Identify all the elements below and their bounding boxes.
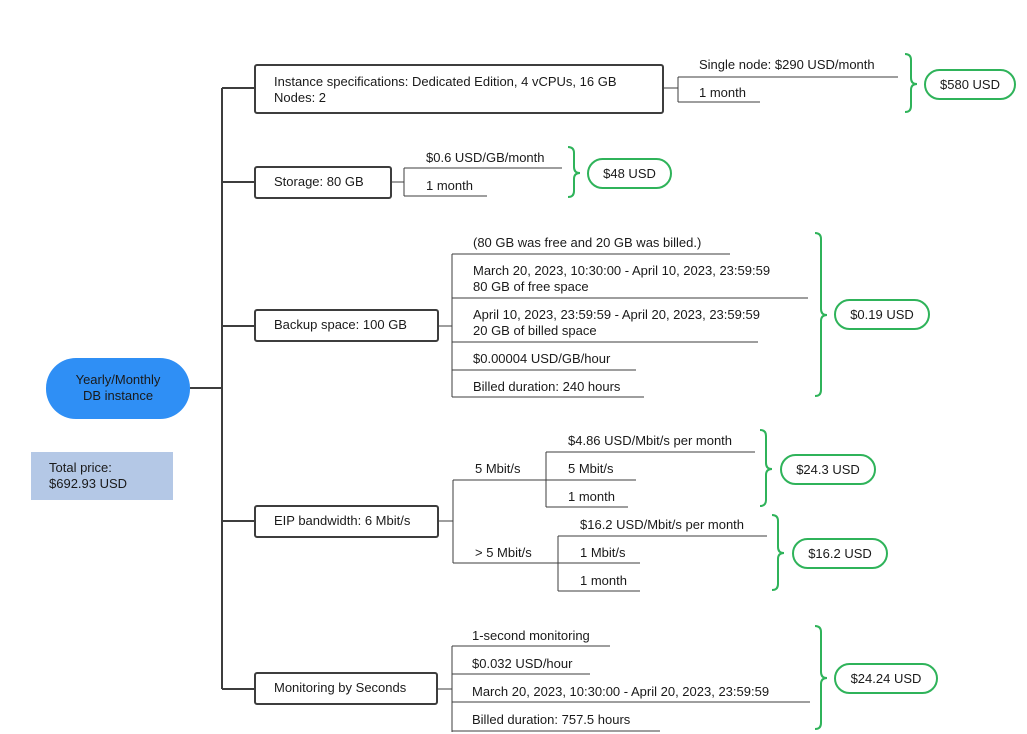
eip-tier2-amount: 1 Mbit/s (580, 545, 626, 560)
eip-tier1-cost-badge: $24.3 USD (780, 454, 876, 485)
backup-billed-space: 20 GB of billed space (473, 323, 597, 338)
eip-node: EIP bandwidth: 6 Mbit/s (254, 505, 439, 538)
eip-tier2-cost-badge: $16.2 USD (792, 538, 888, 569)
instance-cost-badge: $580 USD (924, 69, 1016, 100)
eip-tier2-cost-value: $16.2 USD (808, 546, 872, 561)
monitoring-unit-price: $0.032 USD/hour (472, 656, 573, 671)
total-price-value: $692.93 USD (49, 476, 128, 491)
backup-note: (80 GB was free and 20 GB was billed.) (473, 235, 702, 250)
eip-tier1-amount: 5 Mbit/s (568, 461, 614, 476)
eip-tier1-unit-price: $4.86 USD/Mbit/s per month (568, 433, 733, 448)
root-node: Yearly/Monthly DB instance (46, 358, 190, 419)
monitoring-label: Monitoring by Seconds (274, 680, 407, 695)
backup-duration: Billed duration: 240 hours (473, 379, 621, 394)
total-price-label: Total price: (49, 460, 112, 475)
monitoring-duration: Billed duration: 757.5 hours (472, 712, 631, 727)
eip-tier2-label: > 5 Mbit/s (475, 545, 532, 560)
monitoring-cost-badge: $24.24 USD (834, 663, 938, 694)
instance-spec-label: Instance specifications: Dedicated Editi… (274, 74, 617, 89)
root-label-line2: DB instance (82, 388, 154, 403)
instance-duration: 1 month (699, 85, 746, 100)
instance-spec-node: Instance specifications: Dedicated Editi… (254, 64, 664, 114)
backup-billed-period: April 10, 2023, 23:59:59 - April 20, 202… (473, 307, 760, 322)
instance-cost-value: $580 USD (940, 77, 1000, 92)
eip-tier2-duration: 1 month (580, 573, 627, 588)
backup-label: Backup space: 100 GB (274, 317, 407, 332)
monitoring-cost-value: $24.24 USD (850, 671, 922, 686)
backup-unit-price: $0.00004 USD/GB/hour (473, 351, 611, 366)
instance-unit-price: Single node: $290 USD/month (699, 57, 875, 72)
monitoring-node: Monitoring by Seconds (254, 672, 438, 705)
eip-tier1-cost-value: $24.3 USD (796, 462, 860, 477)
storage-unit-price: $0.6 USD/GB/month (426, 150, 545, 165)
storage-duration: 1 month (426, 178, 473, 193)
backup-free-period: March 20, 2023, 10:30:00 - April 10, 202… (473, 263, 771, 278)
monitoring-period: March 20, 2023, 10:30:00 - April 20, 202… (472, 684, 770, 699)
storage-label: Storage: 80 GB (274, 174, 364, 189)
eip-tier2-unit-price: $16.2 USD/Mbit/s per month (580, 517, 745, 532)
monitoring-type: 1-second monitoring (472, 628, 590, 643)
storage-cost-badge: $48 USD (587, 158, 672, 189)
instance-nodes-label: Nodes: 2 (274, 90, 327, 105)
eip-tier1-label: 5 Mbit/s (475, 461, 521, 476)
backup-cost-value: $0.19 USD (850, 307, 914, 322)
storage-cost-value: $48 USD (603, 166, 656, 181)
storage-node: Storage: 80 GB (254, 166, 392, 199)
eip-label: EIP bandwidth: 6 Mbit/s (274, 513, 411, 528)
total-price-box: Total price: $692.93 USD (31, 452, 173, 500)
backup-node: Backup space: 100 GB (254, 309, 439, 342)
backup-free-space: 80 GB of free space (473, 279, 589, 294)
eip-tier1-duration: 1 month (568, 489, 615, 504)
root-label-line1: Yearly/Monthly (75, 372, 161, 387)
backup-cost-badge: $0.19 USD (834, 299, 930, 330)
